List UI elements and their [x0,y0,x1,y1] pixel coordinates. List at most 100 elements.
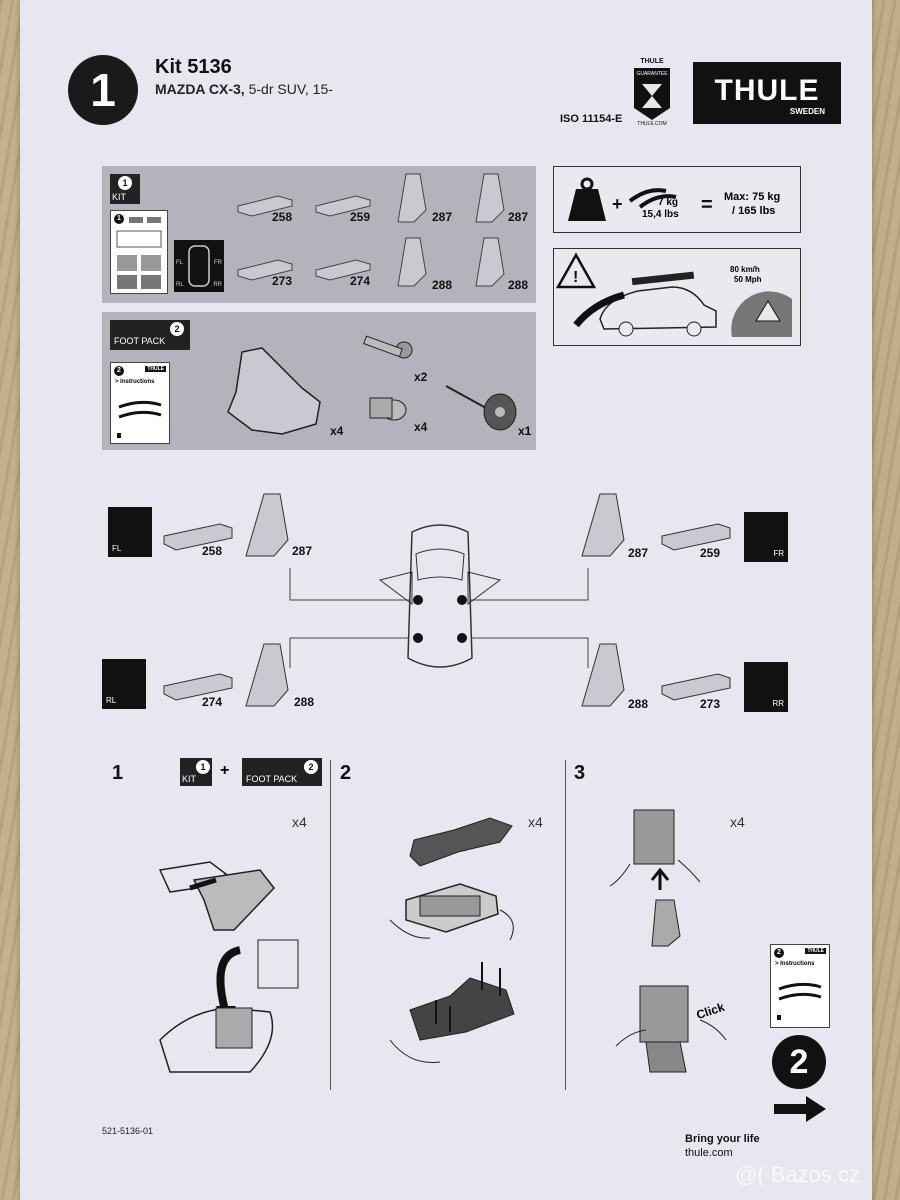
arrow-right-icon [774,1096,826,1122]
step-1-qty: x4 [292,814,307,830]
svg-text:!: ! [573,269,578,286]
parts-grid-icon [116,217,162,289]
foot-pack-label: FOOT PACK [114,336,166,346]
step-2-drawing [389,817,515,1064]
step-1-foot-badge: 2 [304,760,318,774]
fr-code: FR [773,549,784,558]
kit-parts-drawing [237,173,505,287]
max-load-lbs: / 165 lbs [732,205,776,217]
pos-rr: RR [213,282,222,288]
speed-warning-box: ! 80 km/h 50 Mph [553,248,801,346]
rl-code: RL [106,696,117,705]
rl-position-icon: RL [102,659,146,709]
fl-position-icon: FL [108,507,152,557]
svg-text:=: = [701,194,713,216]
step-3-drawing [609,809,727,1073]
step-1-number: 1 [112,762,124,784]
part-258: 258 [272,210,293,224]
fl-foot-label: 287 [292,544,313,558]
kit-tag: 1 KIT [110,174,140,204]
speed-drawing: ! [555,252,792,337]
guarantee-url: THULE.COM [637,121,667,127]
torque-tool-icon [445,385,517,431]
wind-arrow-icon [573,291,625,328]
part-287: 287 [432,210,453,224]
part-259: 259 [350,210,371,224]
svg-text:+: + [612,194,623,214]
thule-logo: THULE SWEDEN [693,62,841,124]
roof-bars-icon [628,188,677,209]
max-load: Max: 75 kg [724,191,781,203]
kit-badge: 1 [118,176,132,190]
step-1-kit-badge: 1 [196,760,210,774]
kit-instruction-thumbnail: 1 [110,210,168,294]
pos-fl: FL [176,260,184,266]
doc-brand: THULE [145,366,166,372]
iso-code: ISO 11154-E [560,113,623,125]
next-step-circle: 2 [772,1035,826,1089]
foot-icon [227,347,321,435]
speed-kmh: 80 km/h [730,265,760,274]
lock-cylinder-icon [369,397,407,421]
part-273: 273 [272,274,293,288]
fr-pad-label: 259 [700,546,721,560]
lock-qty: x4 [414,420,428,434]
roof-bars-icon [117,400,162,438]
step-divider [565,760,566,1090]
position-diagram [163,493,731,707]
bar-weight-kg: 7 kg [658,197,679,208]
bar-weight-lbs: 15,4 lbs [642,209,679,220]
rr-pad-label: 273 [700,697,721,711]
key-icon [363,335,413,359]
kit-label: KIT [112,192,127,202]
step-divider [330,760,331,1090]
car-icon [599,286,717,330]
pad-icon [237,195,371,281]
step-2-number: 2 [340,762,352,784]
part-274: 274 [350,274,371,288]
foot-pack-panel: 2 FOOT PACK 2 THULE > Instructions [102,312,536,450]
part-287: 287 [508,210,529,224]
foot-pack-instruction-thumbnail: 2 THULE > Instructions [110,362,170,444]
fr-position-icon: FR [744,512,788,562]
brand-sub: SWEDEN [789,107,825,116]
step-1-kit-label: KIT [182,774,197,784]
slogan: Bring your life [685,1133,760,1145]
foot-pack-badge: 2 [170,322,184,336]
pos-rl: RL [176,282,184,288]
fr-foot-label: 287 [628,546,649,560]
foot-qty: x4 [330,424,344,438]
rl-foot-label: 288 [294,695,315,709]
part-288: 288 [508,278,529,292]
step-3-qty: x4 [730,814,745,830]
vehicle-detail: 5-dr SUV, 15- [244,81,333,97]
load-drawing: + = [568,177,713,221]
guarantee-text: GUARANTEE [636,71,668,77]
doc-title: > Instructions [115,379,155,385]
thumbnail-badge: 1 [114,214,124,224]
key-qty: x2 [414,370,428,384]
step-1-foot-pack-tag: 2 FOOT PACK [242,758,322,786]
vehicle-line: MAZDA CX-3, 5-dr SUV, 15- [155,81,333,97]
warning-icon [555,252,597,289]
step-1-drawing [158,861,299,1073]
load-capacity-box: + = 7 kg 15,4 lbs Max: 75 kg / 165 lbs [553,166,801,233]
next-doc-brand: THULE [805,948,826,954]
rr-code: RR [772,699,784,708]
step-circle: 1 [68,55,138,125]
step-3-number: 3 [574,762,586,784]
rr-foot-label: 288 [628,697,649,711]
next-doc-badge: 2 [774,948,784,958]
weight-icon [568,189,606,221]
vehicle-model: MAZDA CX-3, [155,81,245,97]
rr-position-icon: RR [744,662,788,712]
guarantee-brand: THULE [640,58,664,65]
doc-badge: 2 [114,366,124,376]
foot-pack-tag: 2 FOOT PACK [110,320,190,350]
tool-qty: x1 [518,424,532,438]
car-top-icon [188,245,210,287]
part-288: 288 [432,278,453,292]
document-code: 521-5136-01 [102,1126,154,1136]
step-2-qty: x4 [528,814,543,830]
plus-sign: + [220,762,230,779]
